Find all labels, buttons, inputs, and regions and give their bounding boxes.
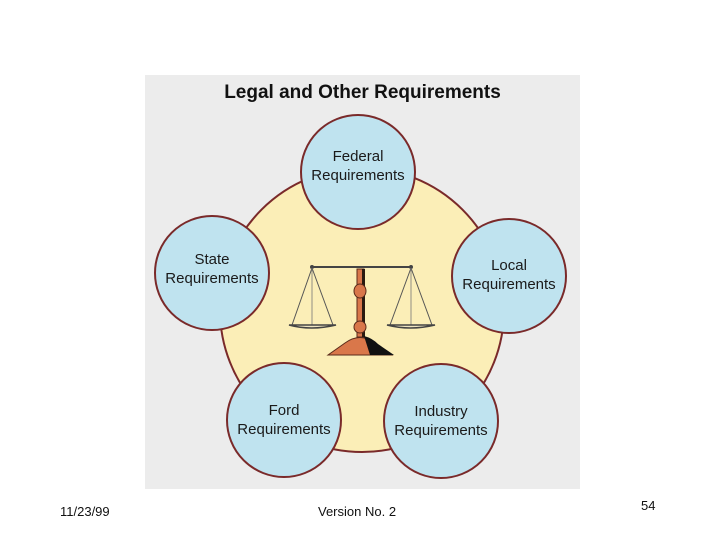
node-local: Local Requirements <box>451 218 567 334</box>
node-state-line2: Requirements <box>165 270 258 287</box>
node-federal: Federal Requirements <box>300 114 416 230</box>
node-industry-line2: Requirements <box>394 422 487 439</box>
node-ford: Ford Requirements <box>226 362 342 478</box>
node-industry-line1: Industry <box>414 403 468 420</box>
footer-version: Version No. 2 <box>318 504 397 519</box>
node-local-line1: Local <box>491 257 527 274</box>
node-federal-line1: Federal <box>333 148 384 165</box>
node-state: State Requirements <box>154 215 270 331</box>
footer-page-number: 54 <box>641 498 656 513</box>
node-federal-line2: Requirements <box>311 167 404 184</box>
balance-scale-icon <box>288 265 436 356</box>
node-industry: Industry Requirements <box>383 363 499 479</box>
node-local-line2: Requirements <box>462 276 555 293</box>
node-ford-line2: Requirements <box>237 421 330 438</box>
node-ford-line1: Ford <box>269 402 300 419</box>
diagram-title: Legal and Other Requirements <box>224 82 501 103</box>
footer-date: 11/23/99 <box>60 504 110 519</box>
node-state-line1: State <box>194 251 229 268</box>
